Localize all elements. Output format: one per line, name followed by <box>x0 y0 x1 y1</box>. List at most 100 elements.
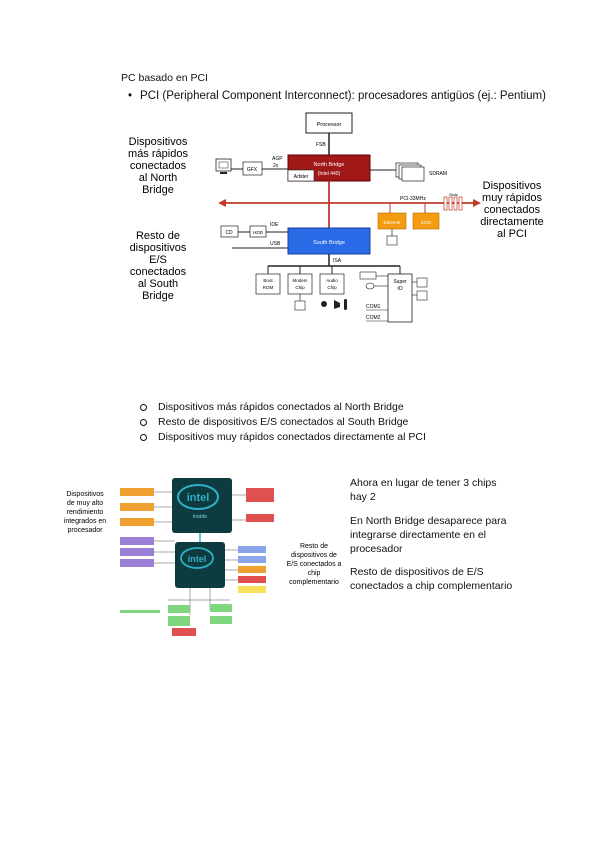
pci-diagram: Dispositivos más rápidos conectados al N… <box>128 112 544 323</box>
circle-bullet-icon <box>140 419 147 426</box>
intel-chipset-diagram: Dispositivos de muy alto rendimiento int… <box>64 478 342 636</box>
ethernet-label: Ethernet <box>383 220 401 225</box>
intel-pch-logo-ring-icon <box>180 547 214 569</box>
label-very-fast-devices: Dispositivos muy rápidos conectados dire… <box>480 180 544 240</box>
gfx-label: GFX <box>247 167 258 173</box>
boot-rom-label: ROM <box>263 285 274 290</box>
list-item-text: Dispositivos más rápidos conectados al N… <box>158 401 404 413</box>
list-item: Resto de dispositivos E/S conectados al … <box>140 415 426 430</box>
label-line: de muy alto <box>67 500 103 507</box>
processor-label: Processor <box>317 122 342 128</box>
intel-logo-ring-icon <box>177 484 219 510</box>
label-high-performance: Dispositivos de muy alto rendimiento int… <box>64 491 107 534</box>
label-line: E/S conectados a <box>287 561 342 568</box>
label-line: chip <box>308 570 321 577</box>
agp2x-label: 2x <box>273 163 279 169</box>
label-line: rendimiento <box>67 509 104 516</box>
label-line: al South <box>138 278 178 290</box>
ide-label: IDE <box>270 222 279 228</box>
processor-peripherals <box>120 488 154 567</box>
bottom-peripherals <box>120 604 232 636</box>
isa-label: ISA <box>333 258 342 264</box>
intel-pch-logo-text: intel <box>188 554 207 564</box>
super-io-box <box>387 273 413 323</box>
circle-bullet-icon <box>140 434 147 441</box>
modem-chip-label: Modem <box>292 278 307 283</box>
label-line: procesador <box>67 527 103 534</box>
label-line: dispositivos <box>130 242 187 254</box>
scsi-box <box>412 212 440 230</box>
scsi-label: SCSI <box>421 220 432 225</box>
label-line: más rápidos <box>128 148 188 160</box>
bullet-dot-icon: • <box>128 90 133 102</box>
label-line: conectados <box>130 266 187 278</box>
sdram-label: SDRAM <box>429 171 447 177</box>
label-line: Resto de <box>300 543 328 550</box>
intel-inside-text: inside <box>193 514 207 520</box>
list-item: Dispositivos más rápidos conectados al N… <box>140 400 426 415</box>
label-line: complementario <box>289 579 339 586</box>
modem-chip-box <box>287 273 313 295</box>
north-bridge-label: North Bridge <box>314 162 345 168</box>
floppy-printer-icon <box>416 277 428 301</box>
south-bridge-label: South Bridge <box>313 240 345 246</box>
agp-label: AGP <box>272 156 283 162</box>
label-line: al North <box>139 172 178 184</box>
intel-logo-text: intel <box>187 492 210 504</box>
right-peripherals <box>238 488 274 593</box>
ethernet-port-icon <box>386 235 398 246</box>
label-fast-devices: Dispositivos más rápidos conectados al N… <box>128 136 188 196</box>
label-line: integrados en <box>64 518 107 525</box>
label-line: Dispositivos <box>483 180 542 192</box>
circle-bullet-icon <box>140 404 147 411</box>
audio-chip-box <box>319 273 345 295</box>
label-rest-io: Resto de dispositivos de E/S conectados … <box>287 543 342 586</box>
side-text-p3: Resto de dispositivos de E/S conectados … <box>350 566 513 592</box>
label-line: muy rápidos <box>482 192 542 204</box>
side-text-p1: Ahora en lugar de tener 3 chips hay 2 <box>350 477 497 503</box>
super-io-label: Super <box>393 279 407 285</box>
list-item-text: Resto de dispositivos E/S conectados al … <box>158 416 409 428</box>
bullet-text: PCI (Peripheral Component Interconnect):… <box>140 90 546 102</box>
intel-processor-chip <box>172 478 232 533</box>
label-line: Bridge <box>142 184 174 196</box>
label-line: dispositivos de <box>291 552 337 559</box>
intel-pch-chip <box>175 542 225 588</box>
label-line: E/S <box>149 254 167 266</box>
section-heading: PC basado en PCI <box>121 72 208 84</box>
monitor-icon <box>215 158 232 174</box>
keyboard-mouse-icon <box>359 271 377 290</box>
pci-bus-arrow-left-icon <box>218 199 226 207</box>
super-io-label: IO <box>397 286 402 292</box>
pci-bus-arrow-right-icon <box>473 199 481 207</box>
label-line: al PCI <box>497 228 527 240</box>
pci-slots-icon <box>443 196 463 211</box>
list-item: Dispositivos muy rápidos conectados dire… <box>140 430 426 445</box>
fsb-label: FSB <box>316 142 326 148</box>
list-item-text: Dispositivos muy rápidos conectados dire… <box>158 431 426 443</box>
label-line: conectados <box>130 160 187 172</box>
summary-list: Dispositivos más rápidos conectados al N… <box>140 400 426 445</box>
boot-rom-label: Boot <box>263 278 273 283</box>
label-rest-devices: Resto de dispositivos E/S conectados al … <box>130 230 187 302</box>
arbiter-box <box>287 169 315 182</box>
label-line: Dispositivos <box>66 491 104 498</box>
cd-label: CD <box>225 230 233 236</box>
boot-rom-box <box>255 273 281 295</box>
pci33-label: PCI-33MHz <box>400 196 426 202</box>
audio-chip-label: Chip <box>327 285 337 290</box>
bullet-pci: • PCI (Peripheral Component Interconnect)… <box>128 90 546 102</box>
sdram-modules-icon <box>395 162 425 182</box>
phone-jack-icon <box>294 300 306 311</box>
usb-label: USB <box>270 241 281 247</box>
com2-label: COM2 <box>366 315 381 321</box>
label-line: Dispositivos <box>129 136 188 148</box>
label-line: Resto de <box>136 230 180 242</box>
label-line: directamente <box>480 216 544 228</box>
intel440-label: (Intel 440) <box>318 171 341 177</box>
arbiter-label: Arbiter <box>294 174 309 180</box>
label-line: conectados <box>484 204 541 216</box>
audio-chip-label: Audio <box>326 278 338 283</box>
modem-chip-label: Chip <box>295 285 305 290</box>
speaker-mic-icon <box>321 299 347 310</box>
